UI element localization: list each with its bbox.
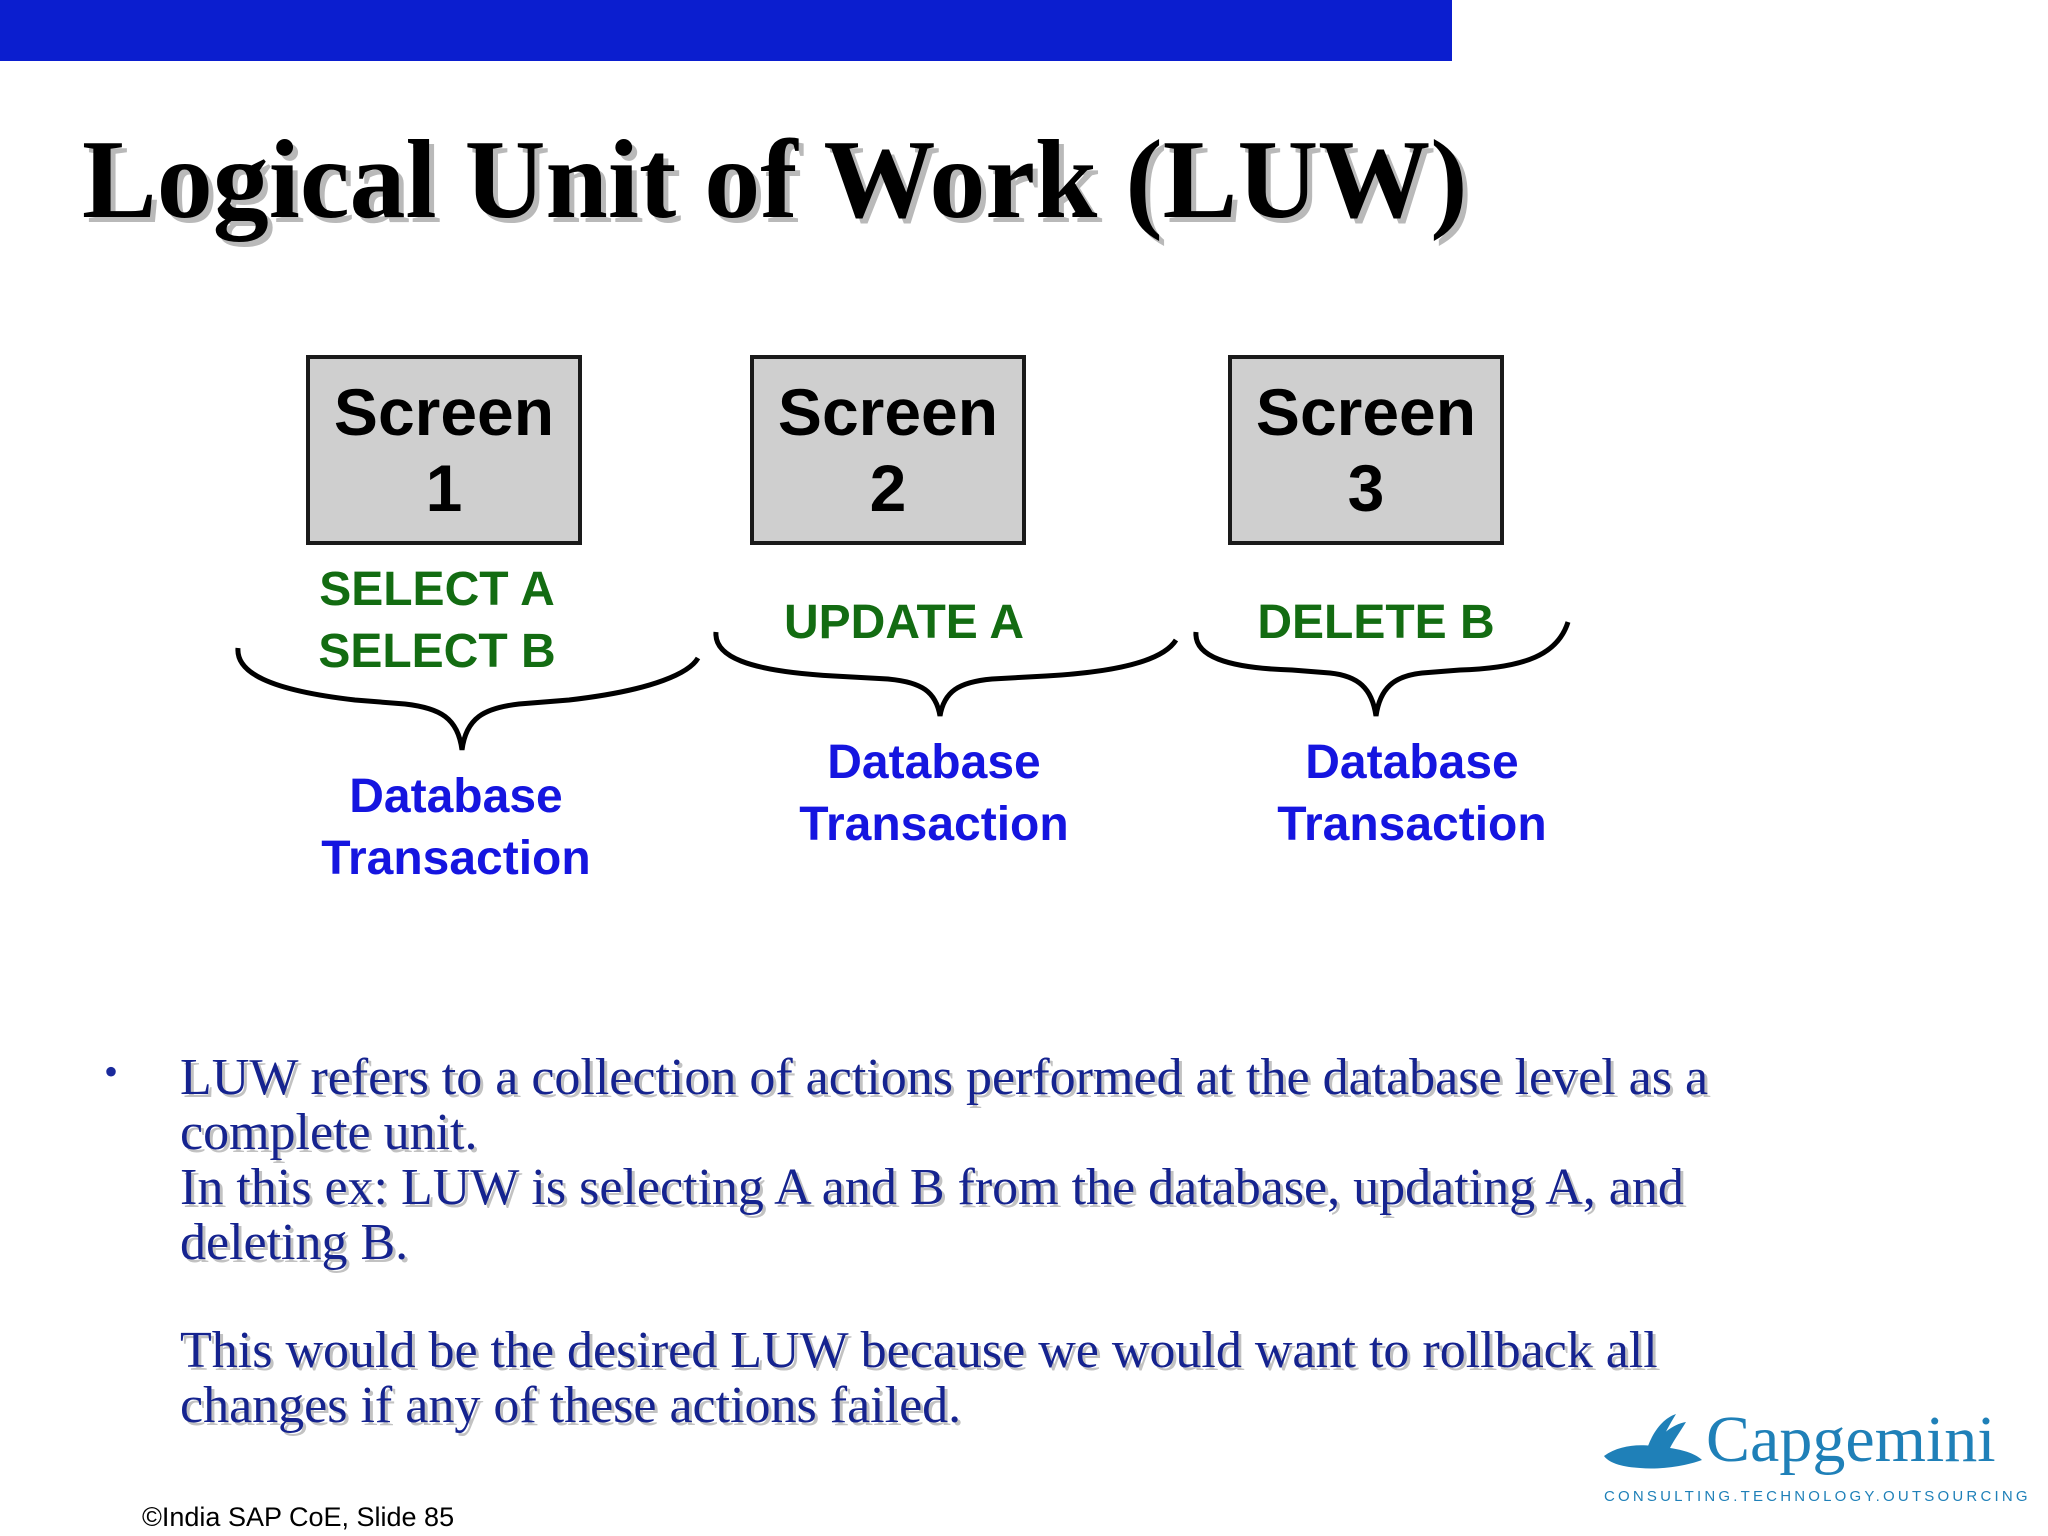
transaction-line: Transaction	[321, 832, 591, 885]
logo-wordmark: Capgemini	[1706, 1403, 1996, 1476]
bullet-marker: •	[104, 1049, 119, 1094]
screen-box-1: Screen 1	[306, 355, 582, 545]
bullet-line: deleting B.	[180, 1214, 409, 1271]
bullet-paragraph-2: This would be the desired LUW because we…	[180, 1323, 1900, 1433]
bullet-paragraph-1: LUW refers to a collection of actions pe…	[180, 1050, 1900, 1270]
bullet-line: This would be the desired LUW because we…	[180, 1322, 1658, 1379]
bullet-line: LUW refers to a collection of actions pe…	[180, 1049, 1709, 1106]
slide-title: Logical Unit of Work (LUW)	[82, 118, 1468, 242]
brace-2	[713, 631, 1179, 717]
screen-box-3: Screen 3	[1228, 355, 1504, 545]
screen-label: Screen	[777, 375, 999, 449]
operation-label-1: SELECT A SELECT B	[297, 559, 577, 683]
logo-tagline: CONSULTING.TECHNOLOGY.OUTSOURCING	[1604, 1488, 2031, 1505]
operation-label-3: DELETE B	[1216, 592, 1536, 654]
screen-number: 1	[425, 451, 463, 525]
slide-footer: ©India SAP CoE, Slide 85	[142, 1502, 455, 1532]
bullet-line: changes if any of these actions failed.	[180, 1377, 962, 1434]
screen-number: 3	[1347, 451, 1385, 525]
transaction-line: Database	[1305, 736, 1519, 789]
operation-line: SELECT A	[319, 563, 555, 616]
header-accent-bar	[0, 0, 1452, 61]
transaction-line: Database	[349, 770, 563, 823]
brace-3	[1193, 621, 1571, 717]
operation-line: UPDATE A	[784, 596, 1024, 649]
transaction-line: Transaction	[799, 798, 1069, 851]
operation-label-2: UPDATE A	[744, 592, 1064, 654]
screen-label: Screen	[1255, 375, 1477, 449]
bullet-line: In this ex: LUW is selecting A and B fro…	[180, 1159, 1684, 1216]
transaction-label-2: Database Transaction	[778, 732, 1090, 856]
transaction-label-3: Database Transaction	[1256, 732, 1568, 856]
operation-line: DELETE B	[1257, 596, 1495, 649]
screen-number: 2	[869, 451, 907, 525]
transaction-label-1: Database Transaction	[300, 766, 612, 890]
bullet-line: complete unit.	[180, 1104, 478, 1161]
transaction-line: Transaction	[1277, 798, 1547, 851]
screen-label: Screen	[333, 375, 555, 449]
spade-icon	[1604, 1414, 1702, 1469]
brace-1	[235, 647, 701, 751]
operation-line: SELECT B	[318, 625, 556, 678]
capgemini-logo: Capgemini CONSULTING.TECHNOLOGY.OUTSOURC…	[1600, 1404, 2028, 1510]
screen-box-2: Screen 2	[750, 355, 1026, 545]
transaction-line: Database	[827, 736, 1041, 789]
